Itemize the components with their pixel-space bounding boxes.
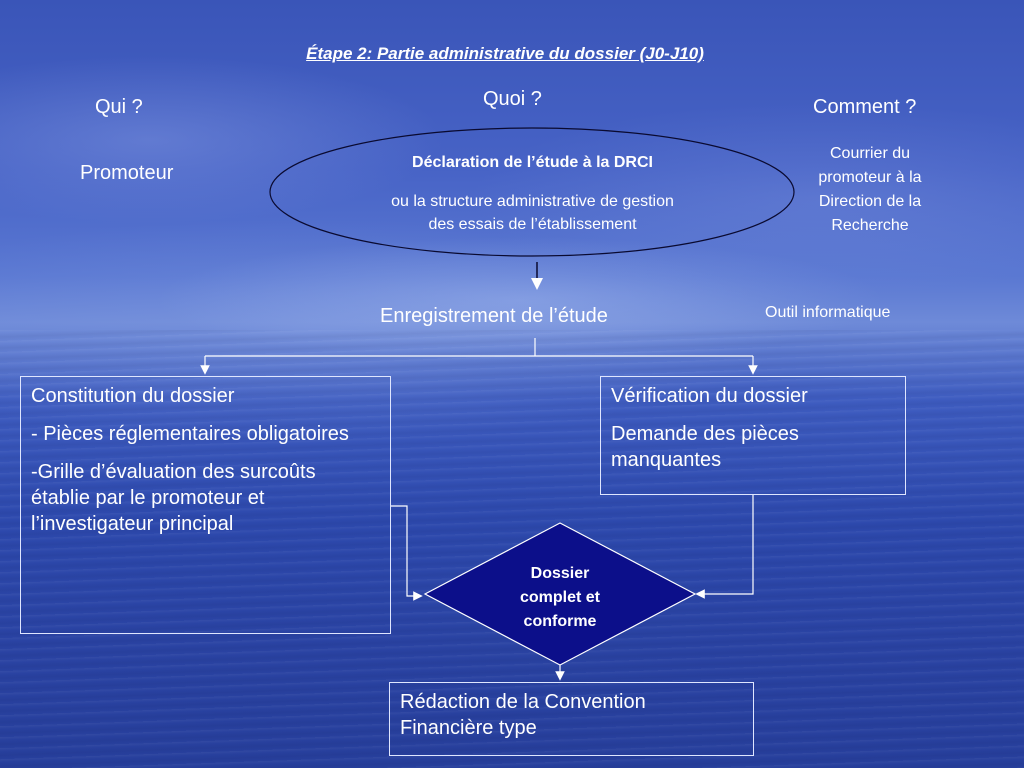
constitution-item-1: - Pièces réglementaires obligatoires — [31, 423, 349, 445]
slide-title: Étape 2: Partie administrative du dossie… — [306, 44, 704, 63]
column-header-quoi: Quoi ? — [483, 88, 542, 110]
connector-constitution-diamond — [391, 505, 423, 601]
redaction-text: Rédaction de la Convention Financière ty… — [400, 691, 646, 739]
decision-line: conforme — [523, 613, 597, 630]
comment-line: Courrier du — [829, 145, 911, 162]
declaration-line1: ou la structure administrative de gestio… — [391, 193, 674, 210]
decision-line: Dossier — [530, 565, 590, 582]
comment-line: Recherche — [831, 217, 909, 234]
enregistrement-label: Enregistrement de l’étude — [380, 305, 608, 327]
decision-line: complet et — [519, 589, 600, 606]
comment-line: Direction de la — [818, 193, 922, 210]
decision-label: Dossier complet et conforme — [500, 562, 620, 634]
comment-answer: Courrier du promoteur à la Direction de … — [790, 142, 950, 238]
column-header-qui: Qui ? — [95, 96, 143, 118]
verification-box: Vérification du dossier Demande des pièc… — [600, 376, 906, 495]
declaration-ellipse — [269, 127, 795, 257]
declaration-text: Déclaration de l’étude à la DRCI ou la s… — [340, 152, 725, 236]
declaration-title: Déclaration de l’étude à la DRCI — [412, 154, 653, 171]
declaration-line2: des essais de l’établissement — [428, 216, 637, 233]
connector-verification-diamond — [695, 495, 754, 599]
constitution-box: Constitution du dossier - Pièces régleme… — [20, 376, 391, 634]
constitution-title: Constitution du dossier — [31, 385, 235, 407]
constitution-item-2: -Grille d’évaluation des surcoûts établi… — [31, 461, 316, 535]
verification-item-1: Demande des pièces manquantes — [611, 423, 799, 471]
verification-title: Vérification du dossier — [611, 385, 808, 407]
comment-line: promoteur à la — [818, 169, 922, 186]
outil-label: Outil informatique — [765, 304, 891, 321]
redaction-box: Rédaction de la Convention Financière ty… — [389, 682, 754, 756]
column-header-comment: Comment ? — [813, 96, 917, 118]
qui-answer: Promoteur — [80, 162, 174, 184]
